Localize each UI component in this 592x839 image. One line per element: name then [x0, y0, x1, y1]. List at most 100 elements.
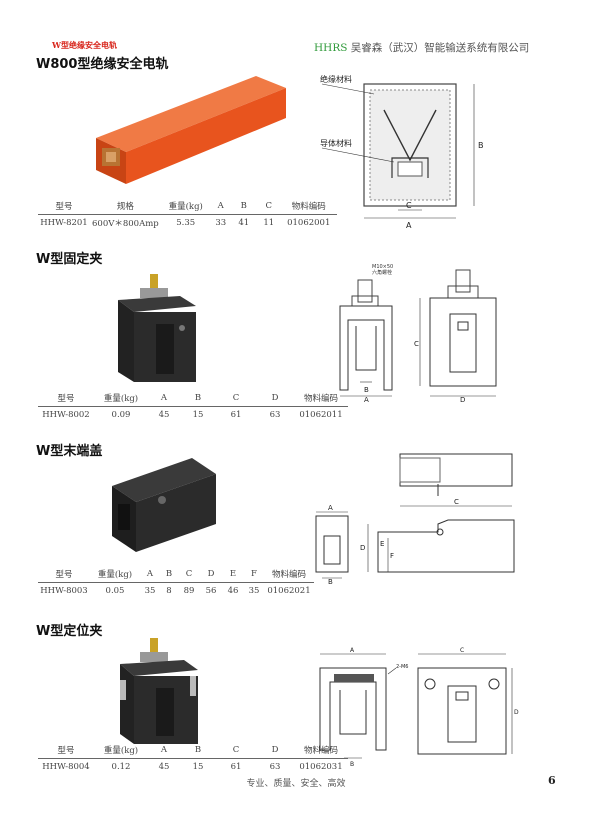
col-code: 物料编码: [294, 742, 348, 759]
cell: 5.35: [176, 218, 196, 228]
col-E: E: [222, 566, 244, 583]
cell: HHW-8004: [42, 762, 90, 772]
col-A: A: [140, 566, 160, 583]
cell: HHW-8002: [42, 410, 90, 420]
dim-D: D: [514, 709, 519, 716]
col-weight: 重量(kg): [90, 566, 140, 583]
label-bolt-note: 六角螺栓: [372, 269, 392, 276]
dim-B: B: [328, 578, 333, 586]
col-A: A: [148, 390, 180, 407]
cell: 61: [230, 410, 242, 420]
section-title-positioning-clamp: W型定位夹: [36, 624, 103, 639]
section-title-end-cap: W型末端盖: [36, 444, 103, 459]
col-D: D: [200, 566, 222, 583]
table-header-row: 型号 重量(kg) A B C D E F 物料编码: [38, 566, 314, 583]
spec-table-fixed-clamp: 型号 重量(kg) A B C D 物料编码 HHW-8002 0.09 45 …: [38, 390, 348, 423]
cell: 0.12: [111, 762, 131, 772]
cell: 41: [238, 218, 250, 228]
cell: 33: [215, 218, 227, 228]
col-C: C: [256, 198, 281, 215]
col-F: F: [244, 566, 264, 583]
col-A: A: [148, 742, 180, 759]
dim-D: D: [360, 544, 365, 552]
rail-cross-section-drawing: 绝缘材料 导体材料 A B C: [320, 74, 484, 230]
dim-C: C: [406, 201, 412, 210]
section-title-fixed-clamp: W型固定夹: [36, 252, 103, 267]
label-bolt: M10×50: [372, 264, 393, 270]
table-header-row: 型号 规格 重量(kg) A B C 物料编码: [38, 198, 337, 215]
cell: 46: [227, 586, 239, 596]
cell: 600V＊800Amp: [92, 219, 159, 229]
table-row: HHW-8003 0.05 35 8 89 56 46 35 01062021: [38, 583, 314, 600]
cell: 8: [166, 586, 172, 596]
spec-table-end-cap: 型号 重量(kg) A B C D E F 物料编码 HHW-8003 0.05…: [38, 566, 314, 599]
dim-A: A: [328, 504, 333, 512]
col-C: C: [178, 566, 200, 583]
col-spec: 规格: [90, 198, 161, 215]
table-row: HHW-8002 0.09 45 15 61 63 01062011: [38, 407, 348, 424]
col-C: C: [216, 742, 256, 759]
table-header-row: 型号 重量(kg) A B C D 物料编码: [38, 742, 348, 759]
cell: 63: [269, 762, 281, 772]
dim-B: B: [350, 761, 354, 766]
company-text: 吴睿森（武汉）智能输送系统有限公司: [350, 42, 530, 54]
section-title-rail: W800型绝缘安全电轨: [36, 57, 169, 72]
dim-A: A: [350, 647, 355, 654]
dim-C: C: [454, 498, 459, 506]
end-cap-photo: [112, 458, 216, 552]
page-number: 6: [548, 774, 556, 787]
cell: 89: [183, 586, 195, 596]
cell: 61: [230, 762, 242, 772]
spec-table-rail: 型号 规格 重量(kg) A B C 物料编码 HHW-8201 600V＊80…: [38, 198, 337, 231]
label-conductor: 导体材料: [320, 138, 352, 148]
brand-mark: HHRS: [314, 42, 348, 54]
cell: 01062021: [267, 586, 311, 596]
cell: 63: [269, 410, 281, 420]
cell: 01062031: [299, 762, 343, 772]
end-cap-drawing: C A B D E F: [315, 453, 515, 586]
table-row: HHW-8201 600V＊800Amp 5.35 33 41 11 01062…: [38, 215, 337, 232]
cell: 35: [248, 586, 260, 596]
cell: 15: [192, 762, 204, 772]
col-model: 型号: [38, 390, 94, 407]
col-A: A: [210, 198, 231, 215]
dim-B: B: [364, 386, 369, 394]
col-code: 物料编码: [264, 566, 314, 583]
cell: 01062001: [287, 218, 331, 228]
col-weight: 重量(kg): [94, 742, 148, 759]
positioning-clamp-drawing: A 2-M6 B C D: [319, 647, 519, 766]
col-weight: 重量(kg): [94, 390, 148, 407]
col-D: D: [256, 742, 294, 759]
cell: 45: [158, 762, 170, 772]
cell: 45: [158, 410, 170, 420]
col-D: D: [256, 390, 294, 407]
col-code: 物料编码: [294, 390, 348, 407]
col-code: 物料编码: [280, 198, 337, 215]
rail-photo: [96, 76, 286, 184]
col-model: 型号: [38, 566, 90, 583]
cell: 0.09: [111, 410, 131, 420]
label-screw: 2-M6: [396, 664, 408, 670]
positioning-clamp-photo: [120, 638, 198, 744]
col-weight: 重量(kg): [160, 198, 211, 215]
cell: 35: [144, 586, 156, 596]
cell: HHW-8003: [40, 586, 88, 596]
table-header-row: 型号 重量(kg) A B C D 物料编码: [38, 390, 348, 407]
dim-E: E: [380, 540, 384, 548]
company-name: HHRS 吴睿森（武汉）智能输送系统有限公司: [314, 40, 529, 55]
col-model: 型号: [38, 198, 90, 215]
dim-C: C: [460, 647, 464, 654]
fixed-clamp-photo: [118, 274, 196, 382]
dim-B: B: [478, 141, 484, 150]
col-B: B: [160, 566, 178, 583]
dim-C: C: [414, 340, 419, 348]
dim-D: D: [460, 396, 465, 402]
col-B: B: [230, 198, 257, 215]
cell: 11: [263, 218, 275, 228]
dim-A: A: [406, 221, 412, 230]
col-B: B: [180, 390, 216, 407]
spec-table-positioning-clamp: 型号 重量(kg) A B C D 物料编码 HHW-8004 0.12 45 …: [38, 742, 348, 775]
cell: 15: [192, 410, 204, 420]
cell: 56: [205, 586, 217, 596]
footer-slogan: 专业、质量、安全、高效: [246, 779, 346, 789]
